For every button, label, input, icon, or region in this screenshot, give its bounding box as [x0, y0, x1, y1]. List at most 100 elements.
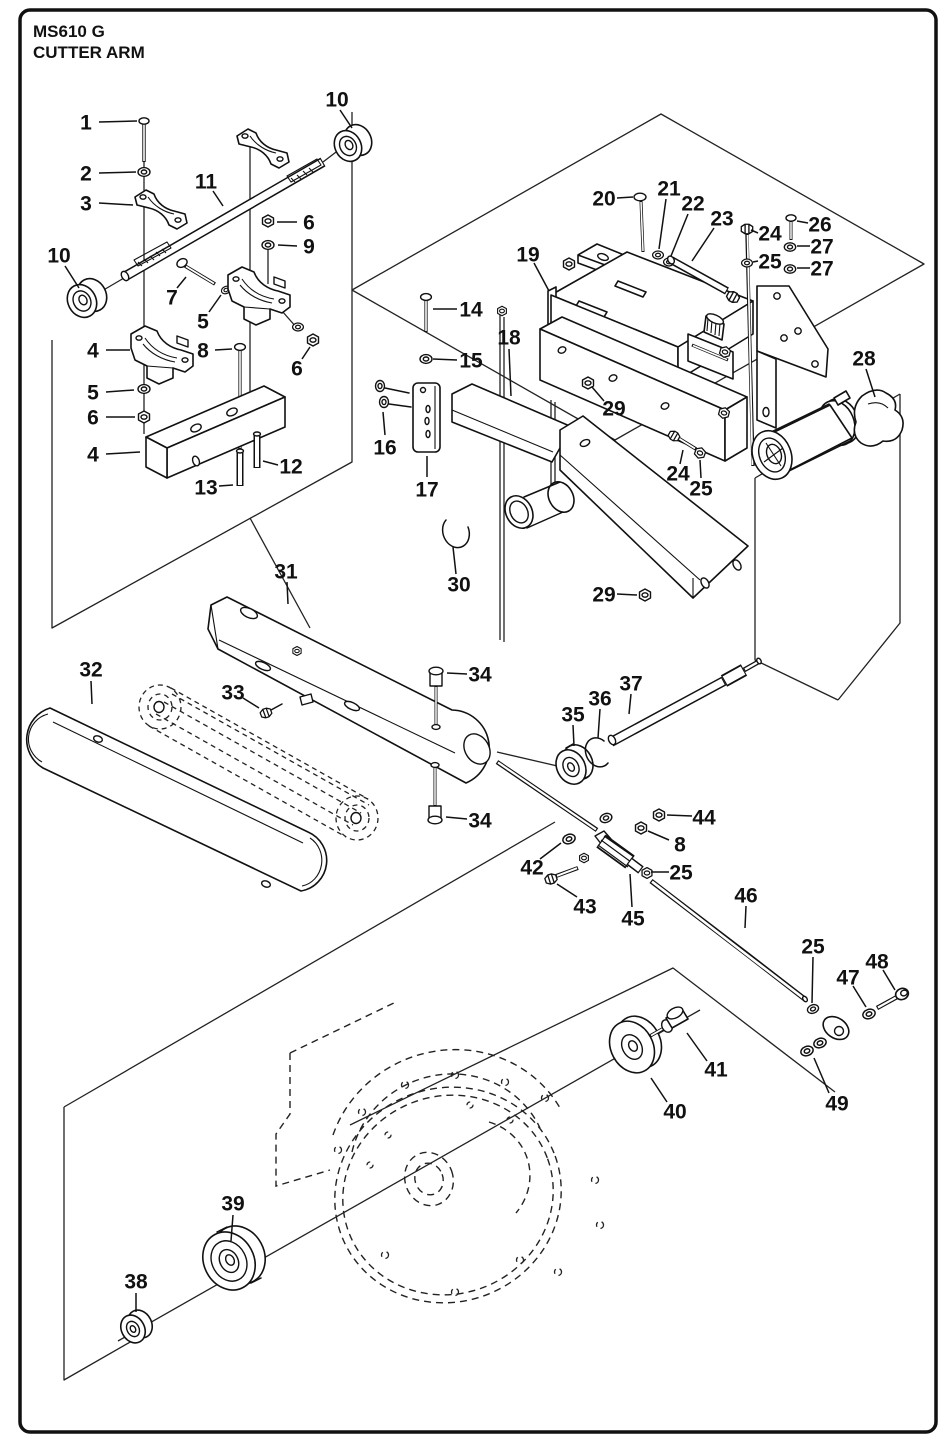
- callout-49-label: 49: [825, 1093, 848, 1116]
- callout-10-leader: [64, 265, 80, 289]
- reference-planes: [51, 112, 925, 1381]
- callout-19-leader: [533, 262, 550, 292]
- roller-10-right: [333, 123, 373, 163]
- callout-42-label: 42: [520, 857, 543, 880]
- bolt-1: [138, 117, 150, 162]
- callout-18-leader: [508, 348, 512, 397]
- callout-35-leader: [572, 724, 575, 747]
- callout-43-leader: [556, 883, 578, 898]
- nut-29b: [638, 588, 652, 602]
- callout-39-label: 39: [221, 1193, 244, 1216]
- page-border: [18, 8, 938, 1434]
- bolt-43: [543, 866, 579, 886]
- callout-12-label: 12: [279, 456, 302, 479]
- callout-15-label: 15: [459, 350, 483, 373]
- washer-5b: [291, 322, 305, 332]
- track-belt-32: [25, 707, 328, 892]
- callout-29-label: 29: [592, 584, 615, 607]
- washer-49b: [811, 1035, 829, 1051]
- callout-33-label: 33: [221, 682, 244, 705]
- callout-8-label: 8: [197, 340, 209, 363]
- terminal-block-17: [412, 382, 441, 453]
- callout-34-label: 34: [468, 810, 492, 833]
- callout-19-label: 19: [516, 244, 539, 267]
- callout-38-label: 38: [124, 1271, 148, 1294]
- washer-2: [137, 166, 151, 178]
- callout-14-label: 14: [459, 299, 483, 322]
- pin-12: [252, 431, 262, 468]
- callout-46-leader: [744, 905, 747, 929]
- bolt-24: [740, 223, 755, 467]
- washer-49a: [798, 1043, 816, 1059]
- callout-4-label: 4: [87, 444, 99, 467]
- callout-6-label: 6: [303, 212, 315, 235]
- callout-25-leader: [752, 260, 759, 263]
- callout-16-leader: [382, 411, 386, 436]
- snap-ring-30: [441, 519, 471, 549]
- screw-26: [785, 214, 797, 240]
- callout-30-leader: [452, 546, 457, 575]
- washer-27: [783, 242, 797, 252]
- roller-10-left: [66, 277, 108, 319]
- bolt-7: [176, 257, 233, 296]
- callout-6-label: 6: [87, 407, 99, 430]
- callout-25-label: 25: [801, 936, 825, 959]
- bolt-head: [497, 305, 507, 317]
- callout-48-leader: [882, 969, 896, 991]
- callout-40-leader: [650, 1077, 668, 1103]
- cable-fittings-16: [374, 379, 412, 409]
- callout-36-label: 36: [588, 688, 611, 711]
- callout-20-leader: [616, 196, 634, 199]
- callout-20-label: 20: [592, 188, 615, 211]
- washer-21: [651, 250, 665, 260]
- callout-15-leader: [432, 358, 458, 361]
- callout-46-label: 46: [734, 885, 757, 908]
- callout-6-leader: [301, 346, 311, 360]
- callout-29-label: 29: [602, 398, 625, 421]
- bolt-48: [875, 987, 910, 1010]
- callout-1-label: 1: [80, 112, 92, 135]
- callout-44-leader: [666, 814, 693, 817]
- nut-25c: [641, 866, 653, 880]
- nut-6: [261, 214, 275, 228]
- spacer-bar-4: [145, 385, 286, 479]
- callout-10-label: 10: [325, 89, 348, 112]
- callout-24-label: 24: [758, 223, 782, 246]
- callout-22-leader: [670, 213, 689, 257]
- callout-27-label: 27: [810, 236, 833, 259]
- callout-49-leader: [813, 1057, 830, 1094]
- callout-30-label: 30: [447, 574, 470, 597]
- nut-6b: [306, 333, 320, 347]
- callout-4-leader: [105, 451, 141, 455]
- callout-3-leader: [98, 202, 134, 206]
- clamp-4-left: [130, 325, 194, 385]
- shaft-37: [607, 657, 762, 747]
- clamp-half-3-right: [236, 128, 290, 169]
- shaft-clamp-assembly: [66, 117, 373, 486]
- nut-8: [634, 821, 648, 835]
- callout-37-leader: [628, 693, 632, 715]
- callout-17-label: 17: [415, 479, 438, 502]
- hidden-pulleys: [138, 684, 379, 841]
- callout-29-leader: [616, 593, 638, 596]
- blade-assembly: [119, 1000, 689, 1344]
- washer-42b: [560, 831, 578, 847]
- blade-bolt-41: [649, 1006, 689, 1038]
- callout-10-leader: [339, 109, 353, 129]
- clamp-4-right: [227, 266, 291, 326]
- bolt-33: [258, 693, 314, 720]
- callout-44-label: 44: [692, 807, 716, 830]
- callout-24-label: 24: [666, 463, 690, 486]
- callout-16-label: 16: [373, 437, 396, 460]
- doc-section: CUTTER ARM: [33, 43, 145, 62]
- screw-14: [419, 292, 433, 332]
- callout-23-leader: [691, 227, 715, 262]
- callout-26-leader: [796, 220, 809, 224]
- callout-43-label: 43: [573, 896, 596, 919]
- callout-8-leader: [647, 830, 670, 841]
- callout-9-leader: [277, 244, 298, 247]
- callout-5-leader: [208, 294, 222, 313]
- callout-4-label: 4: [87, 340, 99, 363]
- callout-47-label: 47: [836, 967, 859, 990]
- callout-40-label: 40: [663, 1101, 686, 1124]
